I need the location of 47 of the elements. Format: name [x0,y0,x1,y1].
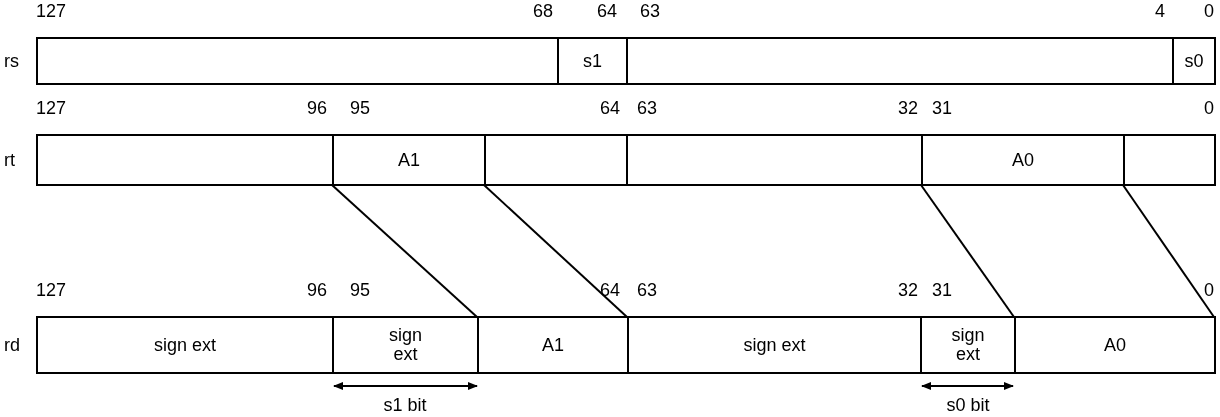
register-field [36,37,559,85]
bit-index: 127 [36,99,67,117]
bit-index: 31 [932,99,953,117]
register-field: A0 [1014,316,1216,374]
bit-index: 32 [897,281,918,299]
bit-index: 64 [597,2,618,20]
bit-index: 68 [532,2,553,20]
bit-index: 95 [350,281,371,299]
register-name: rd [4,336,20,354]
register-field: s1 [557,37,628,85]
bit-index: 0 [1204,2,1214,20]
bit-index: 96 [306,99,327,117]
mapping-line [920,184,1015,318]
register-field [1123,134,1216,186]
register-field: sign ext [36,316,334,374]
mapping-line [331,184,478,318]
bit-index: 64 [599,99,620,117]
register-field: A0 [921,134,1125,186]
bit-index: 96 [306,281,327,299]
bit-index: 4 [1155,2,1165,20]
bit-index: 95 [350,99,371,117]
register-field [484,134,628,186]
register-name: rs [4,52,19,70]
register-field: sign ext [332,316,479,374]
bit-index: 63 [637,281,658,299]
register-field [626,37,1174,85]
register-name: rt [4,151,15,169]
bit-index: 31 [932,281,953,299]
bit-index: 127 [36,281,67,299]
mapping-line [483,184,628,318]
mapping-line [1122,184,1215,318]
bit-index: 0 [1204,281,1214,299]
bit-index: 127 [36,2,67,20]
register-field: A1 [332,134,486,186]
dimension-label: s0 bit [946,396,990,414]
register-field: sign ext [920,316,1016,374]
register-field: A1 [477,316,629,374]
register-field [36,134,334,186]
register-field: sign ext [627,316,922,374]
bit-index: 0 [1204,99,1214,117]
bit-index: 64 [599,281,620,299]
dimension-label: s1 bit [383,396,427,414]
register-field [626,134,923,186]
bit-index: 63 [637,99,658,117]
register-field: s0 [1172,37,1216,85]
bit-index: 32 [897,99,918,117]
bit-index: 63 [640,2,661,20]
